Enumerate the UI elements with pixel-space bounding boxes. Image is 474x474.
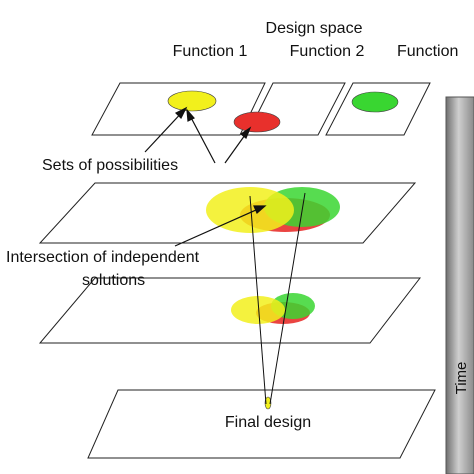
final-design-label: Final design [225, 414, 311, 431]
convergence-lines [249, 192, 306, 405]
plane-level-3-shape [38, 277, 422, 344]
possibility-set-function-3 [351, 91, 399, 113]
plane-level-4 [87, 389, 436, 459]
possibility-set-function-1 [167, 90, 217, 112]
possibility-set-function-2 [233, 111, 281, 133]
plane-level-3 [38, 277, 422, 344]
time-label: Time [453, 362, 470, 395]
function-2-label: Function 2 [290, 43, 365, 60]
function-1-label: Function 1 [173, 43, 248, 60]
function-3-label: Function [397, 43, 458, 60]
solution-set-yellow-l3 [231, 296, 285, 324]
time-arrow: Time [445, 96, 474, 474]
plane-level-2 [38, 182, 417, 244]
possibility-pointer-arrows [144, 106, 252, 164]
design-space-label: Design space [266, 20, 363, 37]
solution-set-yellow-l2 [206, 187, 294, 233]
plane-level-1 [91, 82, 431, 136]
sets-of-possibilities-label: Sets of possibilities [42, 157, 178, 174]
final-design-point [264, 396, 272, 410]
plane-level-4-shape [87, 389, 436, 459]
intersection-pointer-arrow [174, 205, 267, 247]
intersection-label-line-1: Intersection of independent [6, 249, 200, 266]
intersection-label-line-2: solutions [82, 272, 145, 289]
time-arrow-shape [445, 96, 474, 474]
